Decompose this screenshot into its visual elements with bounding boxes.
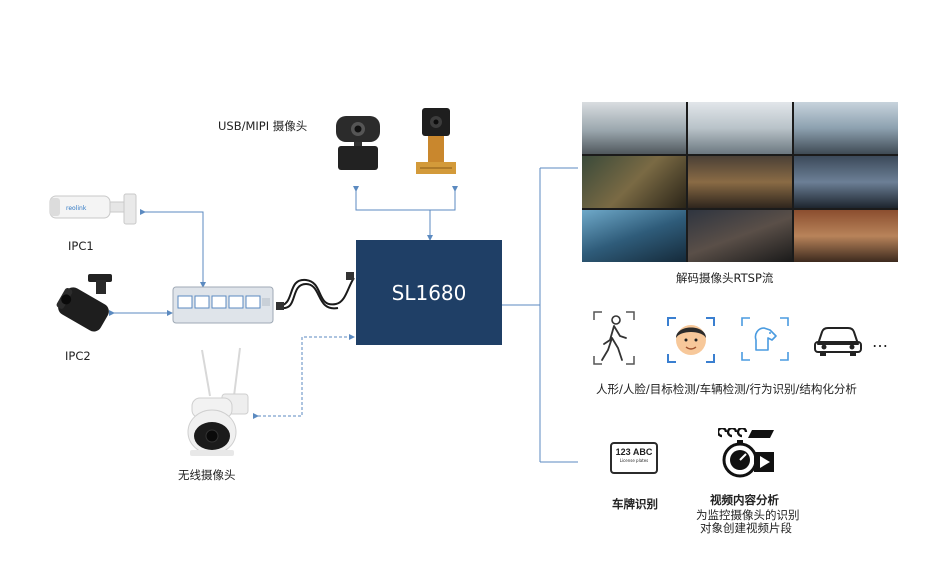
person-detection-icon <box>593 311 635 365</box>
ethernet-cable-icon <box>276 272 355 310</box>
wireless-camera-label: 无线摄像头 <box>178 468 236 482</box>
usb-webcam-icon <box>336 116 380 170</box>
soc-to-outputs-bracket <box>502 167 578 463</box>
wireless-to-soc-line <box>253 334 355 419</box>
decoded-rtsp-video-mosaic <box>582 102 898 262</box>
video-analysis-desc-1: 为监控摄像头的识别 <box>696 508 800 522</box>
video-analysis-desc-2: 对象创建视频片段 <box>700 521 792 535</box>
ipc2-label: IPC2 <box>65 349 91 363</box>
ipc1-bullet-camera-icon: reolink <box>49 193 137 225</box>
plate-subtext: License plates <box>619 458 649 463</box>
video-tile <box>794 210 898 262</box>
video-analysis-title: 视频内容分析 <box>710 493 779 507</box>
video-tile <box>582 102 686 154</box>
video-tile <box>794 102 898 154</box>
soc-label: SL1680 <box>391 280 467 305</box>
sl1680-soc-block: SL1680 <box>356 240 502 345</box>
video-stopwatch-icon <box>718 428 774 478</box>
video-tile <box>688 102 792 154</box>
license-plate-icon: 123 ABC License plates <box>610 442 658 474</box>
object-detection-icon <box>741 317 789 361</box>
plate-recognition-caption: 车牌识别 <box>612 497 658 511</box>
ipc1-label: IPC1 <box>68 239 94 253</box>
ethernet-switch-icon <box>172 286 274 324</box>
more-ellipsis: … <box>872 332 888 351</box>
wireless-ptz-camera-icon <box>187 347 249 456</box>
video-tile <box>794 156 898 208</box>
rtsp-caption: 解码摄像头RTSP流 <box>676 271 774 285</box>
plate-number-text: 123 ABC <box>615 447 653 457</box>
video-tile <box>688 156 792 208</box>
mipi-to-soc-line <box>430 186 458 211</box>
video-tile <box>582 156 686 208</box>
analytics-caption: 人形/人脸/目标检测/车辆检测/行为识别/结构化分析 <box>596 382 857 396</box>
vehicle-detection-icon <box>814 327 862 356</box>
svg-text:reolink: reolink <box>66 205 87 212</box>
video-tile <box>688 210 792 262</box>
usb-mipi-camera-label: USB/MIPI 摄像头 <box>218 119 308 133</box>
ipc2-bullet-camera-icon <box>56 274 112 332</box>
usb-to-soc-line <box>353 186 433 241</box>
ipc1-to-switch-line <box>140 209 206 288</box>
video-tile <box>582 210 686 262</box>
face-detection-icon <box>667 317 715 363</box>
mipi-camera-module-icon <box>416 108 456 174</box>
